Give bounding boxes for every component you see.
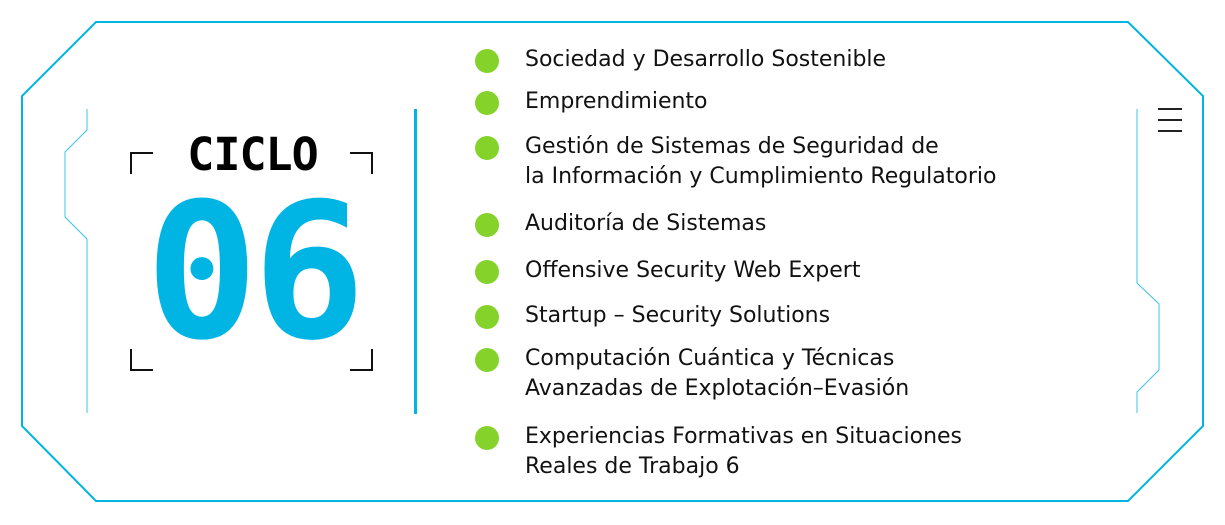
course-title-line: Experiencias Formativas en Situaciones <box>525 424 963 449</box>
course-title-line: Gestión de Sistemas de Seguridad de <box>525 134 939 159</box>
course-title-line: Startup – Security Solutions <box>525 303 831 328</box>
course-title-line: Emprendimiento <box>525 89 708 114</box>
left-circuit-line <box>64 109 88 413</box>
cycle-number: 06 <box>145 163 365 382</box>
course-item: Startup – Security Solutions <box>475 301 830 331</box>
course-title-line: Auditoría de Sistemas <box>525 211 767 236</box>
course-title-line: Computación Cuántica y Técnicas <box>525 346 895 371</box>
hamburger-menu-icon[interactable] <box>1158 106 1182 134</box>
course-item: Auditoría de Sistemas <box>475 209 766 239</box>
course-item: Emprendimiento <box>475 87 708 117</box>
outer-border <box>21 21 1204 502</box>
course-title-line: Offensive Security Web Expert <box>525 258 861 283</box>
green-dot-icon <box>475 136 499 160</box>
course-title: Sociedad y Desarrollo Sostenible <box>525 45 886 75</box>
green-dot-icon <box>475 260 499 284</box>
course-item: Gestión de Sistemas de Seguridad de la In… <box>475 132 996 192</box>
course-title-line: la Información y Cumplimiento Regulatori… <box>525 164 997 189</box>
course-title: Startup – Security Solutions <box>525 301 830 331</box>
green-dot-icon <box>475 426 499 450</box>
cycle-label: CICLO <box>187 128 318 181</box>
green-dot-icon <box>475 91 499 115</box>
corner-brackets <box>130 152 373 371</box>
course-title: Emprendimiento <box>525 87 708 117</box>
right-circuit-line <box>1136 109 1160 413</box>
green-dot-icon <box>475 305 499 329</box>
course-item: Offensive Security Web Expert <box>475 256 860 286</box>
course-title: Offensive Security Web Expert <box>525 256 860 286</box>
course-title-line: Reales de Trabajo 6 <box>525 454 740 479</box>
course-item: Sociedad y Desarrollo Sostenible <box>475 45 886 75</box>
course-title-line: Avanzadas de Explotación–Evasión <box>525 376 910 401</box>
course-title-line: Sociedad y Desarrollo Sostenible <box>525 47 887 72</box>
divider <box>414 109 417 414</box>
green-dot-icon <box>475 49 499 73</box>
green-dot-icon <box>475 213 499 237</box>
green-dot-icon <box>475 348 499 372</box>
course-title: Gestión de Sistemas de Seguridad de la In… <box>525 132 996 192</box>
course-title: Auditoría de Sistemas <box>525 209 766 239</box>
